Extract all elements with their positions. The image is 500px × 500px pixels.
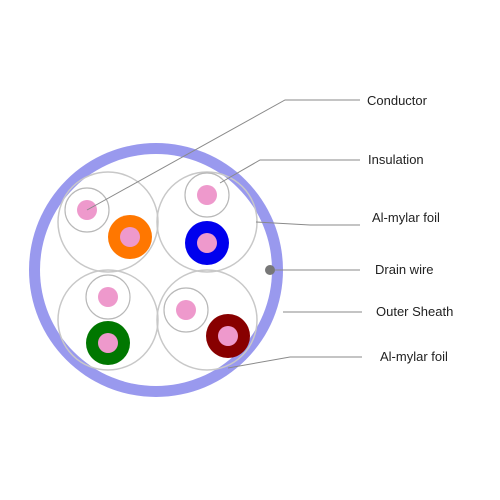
label-conductor: Conductor: [367, 93, 428, 108]
label-insulation: Insulation: [368, 152, 424, 167]
label-al-mylar-foil-bottom: Al-mylar foil: [380, 349, 448, 364]
conductor: [176, 300, 196, 320]
conductor: [98, 287, 118, 307]
pair-bottom-right: [156, 269, 258, 371]
leader-line-al-mylar-foil-bottom: [227, 356, 362, 369]
leader-line-conductor: [86, 99, 360, 211]
conductor: [218, 326, 238, 346]
leader-line-insulation: [219, 159, 360, 184]
pair-bottom-left: [57, 269, 159, 371]
pair-top-right: [156, 171, 258, 273]
conductor: [197, 185, 217, 205]
conductor: [197, 233, 217, 253]
label-drain-wire: Drain wire: [375, 262, 434, 277]
conductor: [98, 333, 118, 353]
pair-foil: [57, 269, 159, 371]
label-al-mylar-foil-top: Al-mylar foil: [372, 210, 440, 225]
leader-line-al-mylar-foil-top: [255, 221, 360, 226]
label-outer-sheath: Outer Sheath: [376, 304, 453, 319]
conductor: [120, 227, 140, 247]
pair-foil: [156, 269, 258, 371]
pair-top-left: [57, 171, 159, 273]
drain-wire: [265, 265, 275, 275]
pair-foil: [57, 171, 159, 273]
